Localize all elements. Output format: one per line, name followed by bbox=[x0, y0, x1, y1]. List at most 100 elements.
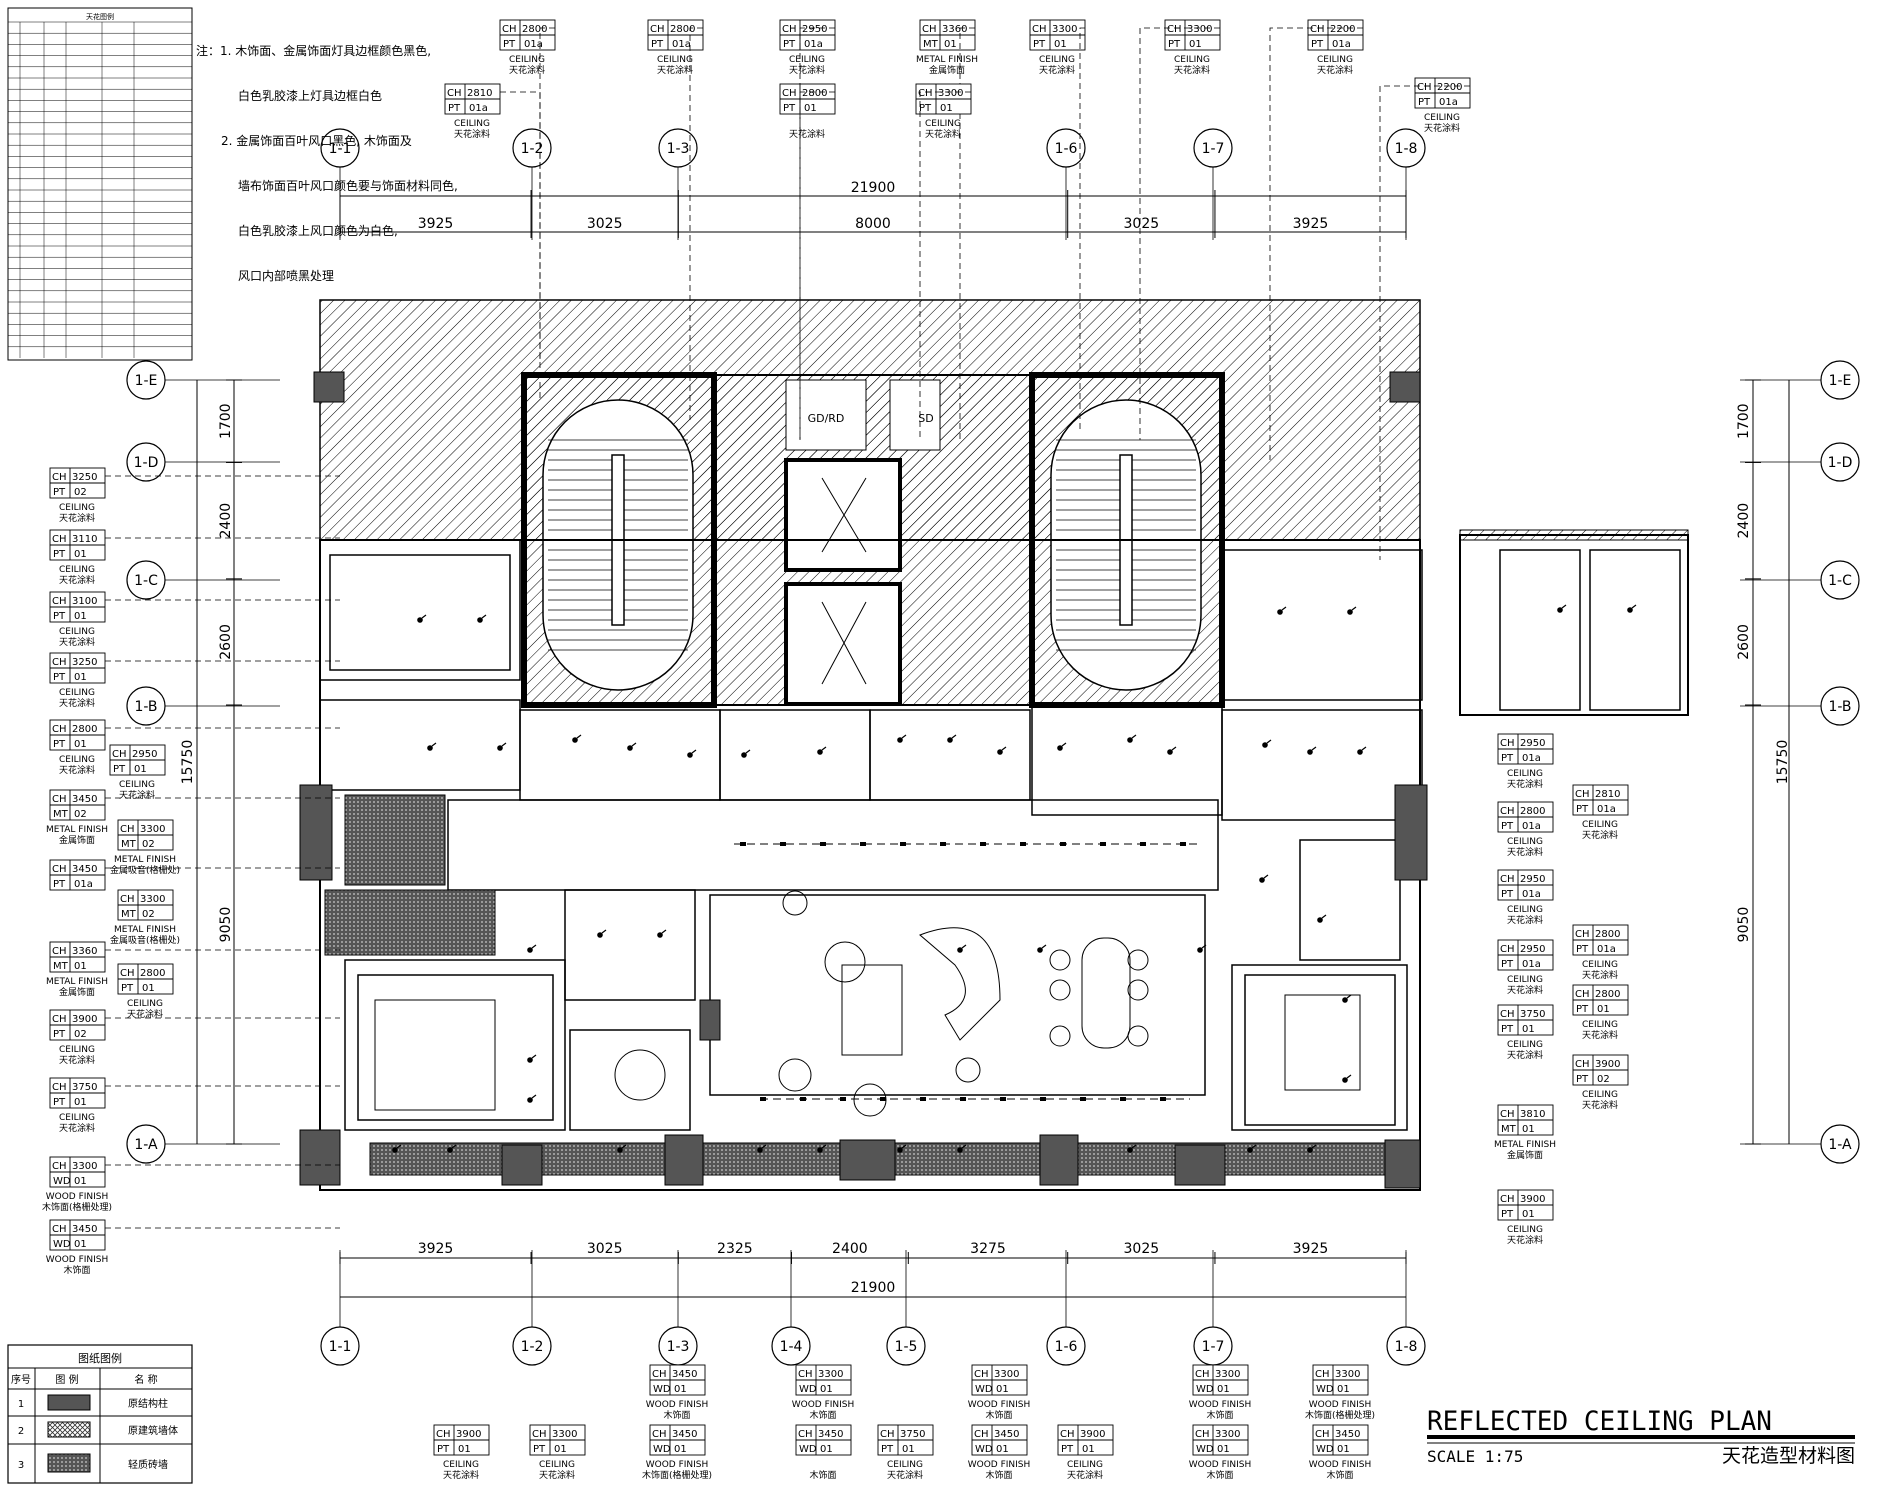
tag-cn: 天花涂料 bbox=[1582, 829, 1618, 841]
tag-cn: 木饰面(格栅处理) bbox=[642, 1469, 712, 1481]
tag-height: 2800 bbox=[1595, 989, 1620, 1000]
tag-ch: CH bbox=[52, 534, 67, 545]
tag-height: 3300 bbox=[1335, 1369, 1360, 1380]
tag-height: 3450 bbox=[672, 1429, 697, 1440]
downlight-icon bbox=[617, 1147, 623, 1153]
tag-ch: CH bbox=[436, 1429, 451, 1440]
grid-label: 1-7 bbox=[1202, 141, 1225, 157]
grid-label: 1-C bbox=[134, 573, 158, 589]
tag-cn: 天花涂料 bbox=[657, 64, 693, 76]
legend-swatch-original-wall bbox=[47, 1421, 91, 1438]
linear-light-icon bbox=[820, 842, 826, 846]
linear-light-icon bbox=[740, 842, 746, 846]
tag-en: CEILING bbox=[443, 1460, 479, 1470]
downlight-icon bbox=[1277, 609, 1283, 615]
tag-cn: 木饰面 bbox=[663, 1409, 690, 1421]
tag-ch: CH bbox=[974, 1369, 989, 1380]
tag-leader bbox=[689, 27, 703, 420]
tag-height: 2800 bbox=[1520, 806, 1545, 817]
structure-column bbox=[1174, 1144, 1226, 1186]
tag-height: 2800 bbox=[670, 24, 695, 35]
tag-code: PT bbox=[53, 1029, 66, 1040]
tag-code: PT bbox=[1501, 821, 1514, 832]
tag-ch: CH bbox=[52, 596, 67, 607]
tag-ch: CH bbox=[974, 1429, 989, 1440]
downlight-icon bbox=[657, 932, 663, 938]
tag-code: PT bbox=[53, 1097, 66, 1108]
structure-column bbox=[1389, 371, 1421, 403]
tag-ch: CH bbox=[1195, 1369, 1210, 1380]
downlight-icon bbox=[527, 1097, 533, 1103]
dim-segment: 3925 bbox=[1293, 216, 1329, 232]
dim-segment: 9050 bbox=[1736, 907, 1752, 943]
tag-cn: 天花涂料 bbox=[59, 697, 95, 709]
tag-code: PT bbox=[1311, 39, 1324, 50]
tag-code: PT bbox=[53, 487, 66, 498]
grid-label: 1-1 bbox=[329, 141, 352, 157]
downlight-icon bbox=[527, 947, 533, 953]
tag-en: CEILING bbox=[925, 119, 961, 129]
tag-num: 01a bbox=[1597, 804, 1616, 815]
tag-ch: CH bbox=[120, 968, 135, 979]
grid-label: 1-E bbox=[135, 373, 158, 389]
tag-en: METAL FINISH bbox=[46, 825, 108, 835]
tag-ch: CH bbox=[1575, 929, 1590, 940]
tag-en: WOOD FINISH bbox=[792, 1400, 855, 1410]
tag-code: PT bbox=[881, 1444, 894, 1455]
grid-label: 1-7 bbox=[1202, 1339, 1225, 1355]
legend-header-pattern: 图 例 bbox=[55, 1373, 78, 1386]
tag-en: WOOD FINISH bbox=[1309, 1400, 1372, 1410]
downlight-icon bbox=[1317, 917, 1323, 923]
tag-height: 3450 bbox=[1335, 1429, 1360, 1440]
tag-height: 3300 bbox=[938, 88, 963, 99]
tag-code: PT bbox=[533, 1444, 546, 1455]
downlight-icon bbox=[447, 1147, 453, 1153]
tag-num: 01a bbox=[1522, 821, 1541, 832]
downlight-icon bbox=[572, 737, 578, 743]
tag-code: PT bbox=[1501, 959, 1514, 970]
tag-code: WD bbox=[799, 1384, 817, 1395]
downlight-icon bbox=[741, 752, 747, 758]
tag-code: PT bbox=[919, 103, 932, 114]
tag-en: WOOD FINISH bbox=[646, 1460, 709, 1470]
linear-light-icon bbox=[1120, 1097, 1126, 1101]
structure-column bbox=[1039, 1134, 1079, 1186]
dim-bottom-total: 21900 bbox=[851, 1280, 896, 1296]
downlight-icon bbox=[947, 737, 953, 743]
tag-height: 2800 bbox=[1595, 929, 1620, 940]
tag-en: CEILING bbox=[1174, 55, 1210, 65]
tag-height: 3300 bbox=[1052, 24, 1077, 35]
structure-column bbox=[313, 371, 345, 403]
tag-leader bbox=[919, 91, 971, 440]
dim-segment: 3925 bbox=[1293, 1241, 1329, 1257]
tag-en: CEILING bbox=[1507, 975, 1543, 985]
tag-height: 3300 bbox=[818, 1369, 843, 1380]
tag-cn: 天花涂料 bbox=[119, 789, 155, 801]
tag-num: 01 bbox=[74, 549, 87, 560]
tag-en: CEILING bbox=[539, 1460, 575, 1470]
tag-code: PT bbox=[53, 739, 66, 750]
tag-cn: 天花涂料 bbox=[1507, 984, 1543, 996]
drawing-title: REFLECTED CEILING PLAN bbox=[1427, 1406, 1772, 1437]
tag-en: CEILING bbox=[1507, 1040, 1543, 1050]
tag-en: METAL FINISH bbox=[1494, 1140, 1556, 1150]
tag-cn: 金属吸音(格栅处) bbox=[110, 864, 180, 876]
tag-en: METAL FINISH bbox=[114, 855, 176, 865]
tag-ch: CH bbox=[922, 24, 937, 35]
lighting-legend-table: 天花图例 bbox=[7, 7, 193, 361]
tag-en: CEILING bbox=[1424, 113, 1460, 123]
tag-height: 3110 bbox=[72, 534, 97, 545]
tag-en: CEILING bbox=[59, 755, 95, 765]
dim-segment: 3025 bbox=[587, 1241, 623, 1257]
tag-cn: 天花涂料 bbox=[789, 64, 825, 76]
